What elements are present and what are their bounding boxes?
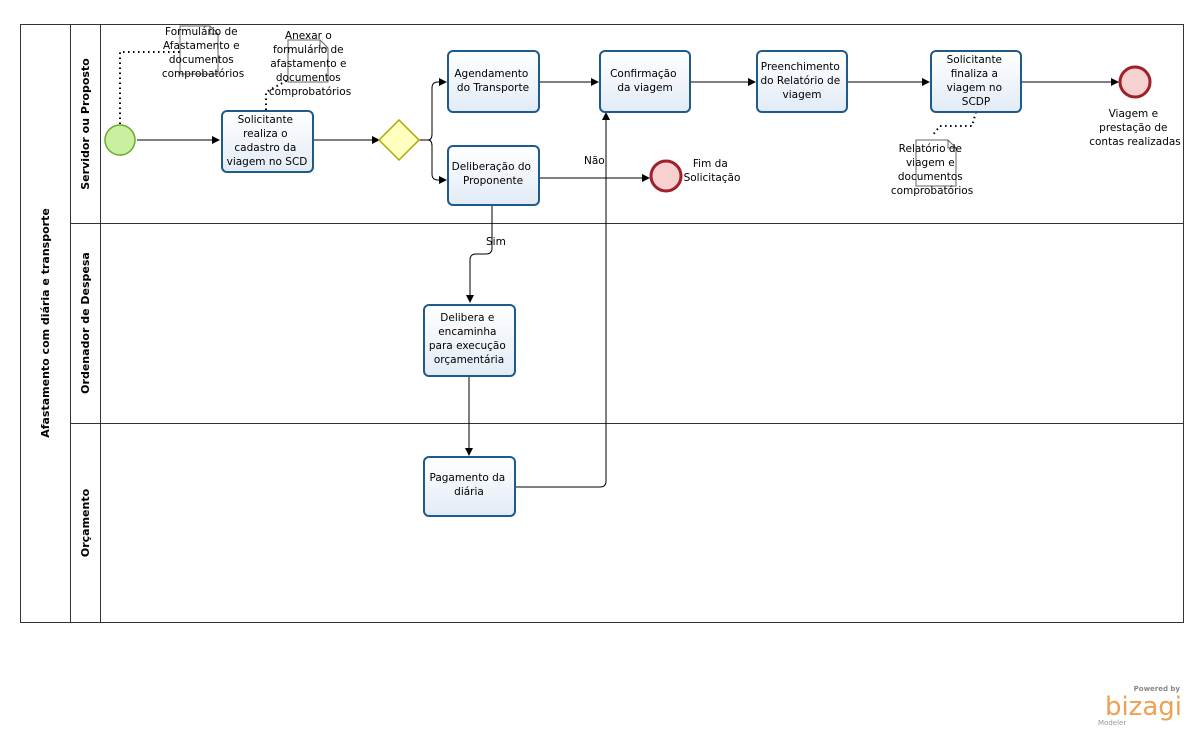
artifact-anexar-formulario[interactable]: Anexar o formulário de afastamento e doc… <box>269 30 351 98</box>
lane-label-ordenador: Ordenador de Despesa <box>79 252 92 394</box>
svg-text:Delibera e encaminha: Delibera e encaminha para execução orçam… <box>429 312 509 366</box>
sequence-flows <box>137 78 1119 488</box>
svg-text:Agendamento do Transport: Agendamento do Transporte <box>454 68 531 94</box>
svg-text:Confirmação da viagem: Confirmação da viagem <box>610 68 680 94</box>
svg-text:Preenchimento do Relatór: Preenchimento do Relatório de viagem <box>760 61 843 101</box>
pool-title: Afastamento com diária e transporte <box>39 208 52 438</box>
exclusive-gateway[interactable] <box>377 118 421 162</box>
lane-label-orcamento: Orçamento <box>79 488 92 557</box>
bizagi-logo: Powered by bizagi Modeler <box>1098 685 1182 727</box>
svg-text:Modeler: Modeler <box>1098 719 1126 727</box>
flow-label-nao: Não <box>584 155 605 167</box>
svg-text:Solicitante finaliza a: Solicitante finaliza a viagem no SCDP <box>947 54 1006 108</box>
task-solicitante-cadastro[interactable]: Solicitante realiza o cadastro da viagem… <box>221 110 314 173</box>
svg-text:bizagi: bizagi <box>1105 692 1182 722</box>
end-event-fim-solicitacao[interactable] <box>649 159 683 193</box>
associations <box>119 51 977 137</box>
svg-text:Deliberação do Proponent: Deliberação do Proponente <box>452 161 535 187</box>
svg-text:Pagamento da diária: Pagamento da diária <box>429 472 508 498</box>
svg-text:Solicitante realiza o: Solicitante realiza o cadastro da viagem… <box>227 114 308 168</box>
lane-label-servidor: Servidor ou Proposto <box>79 58 92 190</box>
task-finaliza[interactable]: Solicitante finaliza a viagem no SCDP <box>930 50 1022 113</box>
task-pagamento[interactable]: Pagamento da diária <box>423 456 516 517</box>
task-delibera-encaminha[interactable]: Delibera e encaminha para execução orçam… <box>423 304 516 377</box>
svg-text:Powered by: Powered by <box>1134 685 1181 693</box>
end-event-viagem-realizada[interactable] <box>1118 65 1152 99</box>
task-agendamento[interactable]: Agendamento do Transporte <box>447 50 540 113</box>
svg-text:Anexar o formulário de: Anexar o formulário de afastamento e doc… <box>269 30 351 98</box>
event-label-fim-solicitacao: Fim da Solicitação <box>684 158 741 184</box>
task-deliberacao-proponente[interactable]: Deliberação do Proponente <box>447 145 540 206</box>
flow-label-sim: Sim <box>486 236 506 248</box>
svg-text:Formulário de Afastament: Formulário de Afastamento e documentos c… <box>162 26 244 80</box>
svg-text:Relatório de viagem e: Relatório de viagem e documentos comprob… <box>891 143 973 197</box>
task-confirmacao[interactable]: Confirmação da viagem <box>599 50 691 113</box>
artifact-formulario[interactable]: Formulário de Afastamento e documentos c… <box>162 25 244 80</box>
start-event[interactable] <box>104 124 136 156</box>
task-preenchimento[interactable]: Preenchimento do Relatório de viagem <box>756 50 848 113</box>
event-label-viagem-realizada: Viagem e prestação de contas realizadas <box>1089 108 1181 148</box>
pool: Afastamento com diária e transporte Serv… <box>20 24 1184 623</box>
artifact-relatorio[interactable]: Relatório de viagem e documentos comprob… <box>891 139 973 197</box>
